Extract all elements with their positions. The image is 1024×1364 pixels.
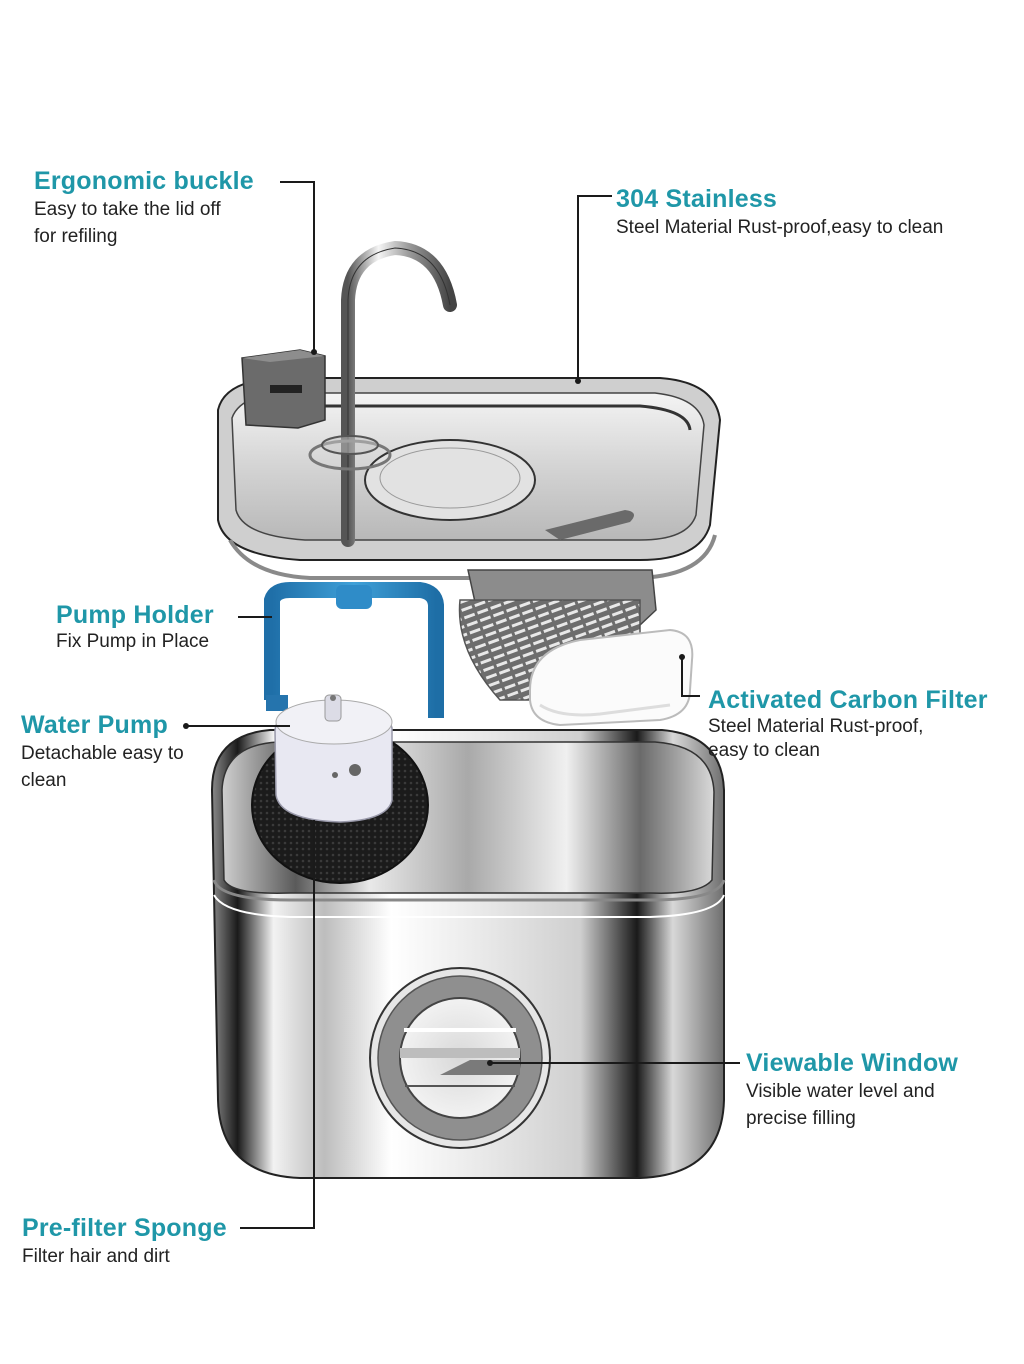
callout-carbon-filter: Activated Carbon Filter Steel Material R… [708,685,988,763]
leader-line-ergonomic-buckle [280,181,315,350]
faucet [308,240,457,547]
ergonomic-buckle-clip [241,349,326,429]
callout-ergonomic-buckle: Ergonomic buckle Easy to take the lid of… [34,166,254,250]
callout-title: Ergonomic buckle [34,167,254,195]
callout-desc-line: precise filling [746,1108,856,1129]
water-pump-assembly [251,694,429,884]
callout-title: Water Pump [21,711,168,739]
callout-title: Viewable Window [746,1049,959,1077]
callout-title: Activated Carbon Filter [708,686,988,714]
leader-lines [183,181,740,1229]
leader-line-stainless [577,195,612,380]
callout-desc-line: Detachable easy to [21,743,184,764]
callout-title: Pump Holder [56,601,214,629]
callout-title: Pre-filter Sponge [22,1214,227,1242]
leader-line-prefilter-sponge [240,820,315,1229]
callout-pump-holder: Pump Holder Fix Pump in Place [56,600,214,654]
callout-viewable-window: Viewable Window Visible water level and … [746,1048,958,1132]
callout-title: 304 Stainless [616,185,778,213]
white-carbon-filter [529,628,694,727]
gray-filter-basket [458,569,657,701]
callout-desc-line: Easy to take the lid off [34,199,221,220]
callout-desc-line: Steel Material Rust-proof,easy to clean [616,217,944,238]
blue-pump-holder [264,582,444,718]
callout-desc-line: Steel Material Rust-proof, [708,716,924,737]
callout-prefilter-sponge: Pre-filter Sponge Filter hair and dirt [22,1213,227,1270]
callout-desc-line: easy to clean [708,740,820,761]
leader-line-carbon-filter [681,658,700,697]
callout-desc-line: Visible water level and [746,1081,935,1102]
callout-stainless-steel: 304 Stainless Steel Material Rust-proof,… [616,184,943,241]
viewable-window-ring [369,967,551,1149]
callout-desc-line: for refiling [34,226,118,247]
callout-desc-line: Fix Pump in Place [56,631,210,652]
callout-desc-line: Filter hair and dirt [22,1246,170,1267]
callout-water-pump: Water Pump Detachable easy to clean [21,710,184,794]
callout-desc-line: clean [21,770,67,791]
